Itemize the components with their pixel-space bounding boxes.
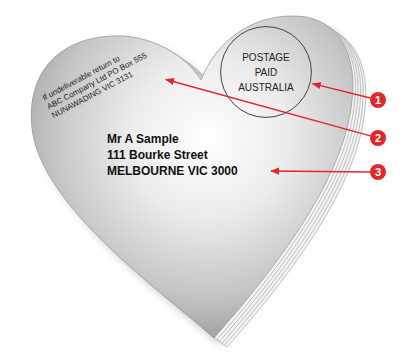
callout-number: 1: [370, 92, 386, 108]
postage-ring: [221, 27, 312, 118]
callout-arrow: [271, 170, 370, 172]
callout-circle: [370, 92, 386, 108]
callout-number: 3: [370, 164, 386, 180]
callout-badge: 3: [370, 164, 386, 180]
delivery-address: Mr A Sample 111 Bourke Street MELBOURNE …: [107, 131, 245, 179]
postage-text: POSTAGE PAID AUSTRALIA: [236, 50, 296, 95]
callout-badge: 2: [370, 130, 386, 146]
callout-number: 2: [370, 130, 386, 146]
callout-arrow: [313, 84, 371, 98]
heart-card: [31, 16, 353, 338]
callout-circle: [370, 164, 386, 180]
callout-badge: 1: [370, 92, 386, 108]
callout-arrow: [166, 79, 370, 135]
callout-circle: [370, 130, 386, 146]
wrap-guide: [195, 131, 245, 147]
postage-imprint: POSTAGE PAID AUSTRALIA: [220, 26, 312, 118]
